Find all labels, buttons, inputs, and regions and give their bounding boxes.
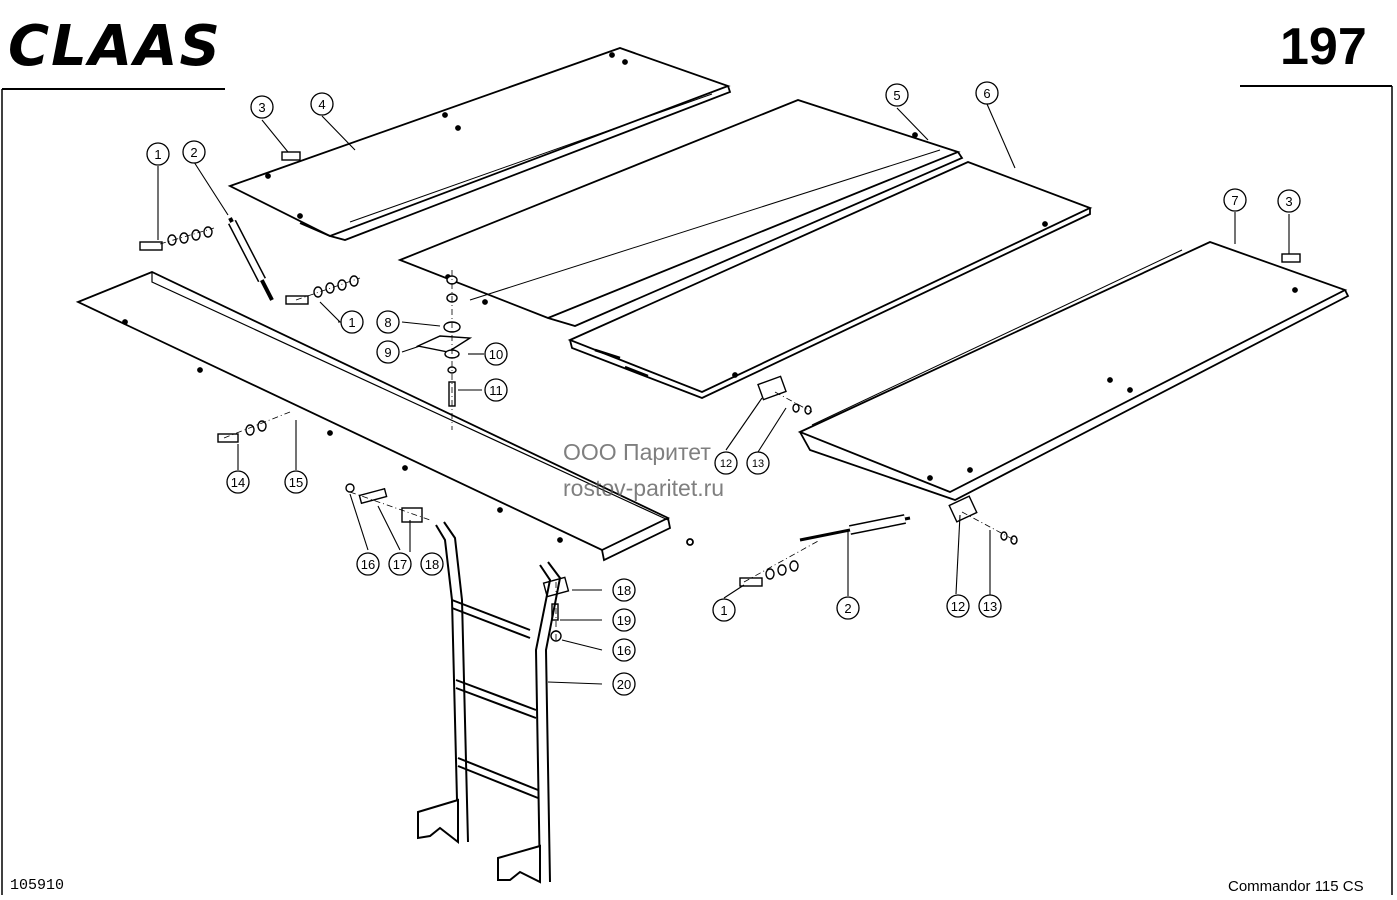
callout-8: 8: [376, 310, 400, 334]
callout-4: 4: [310, 92, 334, 116]
svg-text:5: 5: [893, 88, 900, 103]
svg-text:3: 3: [1285, 194, 1292, 209]
panel-6: [567, 161, 1093, 399]
callout-12: 12: [714, 451, 738, 475]
svg-text:2: 2: [190, 145, 197, 160]
svg-text:16: 16: [617, 643, 631, 658]
callouts: 1 2 3 4 5 6 7 3 1 8 9 10 11 12 13 14 15 …: [146, 81, 1301, 696]
callout-6: 6: [975, 81, 999, 105]
svg-text:20: 20: [617, 677, 631, 692]
gas-strut-right: [799, 514, 911, 542]
callout-3: 3: [1277, 189, 1301, 213]
gas-strut-left: [228, 217, 274, 301]
svg-text:3: 3: [258, 100, 265, 115]
callout-5: 5: [885, 83, 909, 107]
svg-text:9: 9: [384, 345, 391, 360]
callout-20: 20: [612, 672, 636, 696]
callout-16: 16: [356, 552, 380, 576]
callout-13: 13: [746, 451, 770, 475]
svg-text:1: 1: [720, 603, 727, 618]
callout-1: 1: [340, 310, 364, 334]
svg-text:6: 6: [983, 86, 990, 101]
callout-12: 12: [946, 594, 970, 618]
watermark-company: ООО Паритет: [563, 439, 711, 465]
svg-text:13: 13: [983, 599, 997, 614]
svg-text:15: 15: [289, 475, 303, 490]
svg-text:18: 18: [617, 583, 631, 598]
svg-text:10: 10: [489, 347, 503, 362]
brand-logo: CLAAS: [8, 14, 222, 79]
callout-11: 11: [484, 378, 508, 402]
callout-15: 15: [284, 470, 308, 494]
svg-text:8: 8: [384, 315, 391, 330]
callout-1: 1: [146, 142, 170, 166]
svg-text:16: 16: [361, 557, 375, 572]
svg-text:2: 2: [844, 601, 851, 616]
svg-text:17: 17: [393, 557, 407, 572]
panel-7: [797, 241, 1350, 501]
panel-15: [75, 271, 694, 562]
center-lines: [159, 227, 1019, 640]
svg-text:7: 7: [1231, 193, 1238, 208]
callout-10: 10: [484, 342, 508, 366]
callout-9: 9: [376, 340, 400, 364]
svg-text:12: 12: [951, 599, 965, 614]
svg-text:12: 12: [720, 458, 732, 470]
svg-text:13: 13: [752, 458, 764, 470]
callout-16: 16: [612, 638, 636, 662]
svg-text:19: 19: [617, 613, 631, 628]
svg-text:1: 1: [154, 147, 161, 162]
model-name: Commandor 115 CS: [1228, 878, 1364, 895]
svg-text:18: 18: [425, 557, 439, 572]
callout-17: 17: [388, 552, 412, 576]
svg-text:4: 4: [318, 97, 325, 112]
panel-4: [227, 47, 732, 241]
callout-1: 1: [712, 598, 736, 622]
ladder-20: [417, 521, 562, 884]
callout-18: 18: [612, 578, 636, 602]
footer: 105910 Commandor 115 CS: [10, 877, 1364, 895]
leader-lines: [157, 103, 1290, 685]
header: CLAAS 197: [1, 14, 1393, 895]
callout-13: 13: [978, 594, 1002, 618]
clip-3b: [1281, 253, 1301, 263]
callout-2: 2: [182, 140, 206, 164]
callout-14: 14: [226, 470, 250, 494]
callout-7: 7: [1223, 188, 1247, 212]
svg-text:11: 11: [489, 383, 503, 398]
callout-2: 2: [836, 596, 860, 620]
drawing-number: 105910: [10, 877, 64, 894]
panel-5: [397, 99, 964, 327]
callout-18: 18: [420, 552, 444, 576]
bolt-1a: [139, 241, 163, 251]
watermark: ООО Паритет rostov-paritet.ru: [563, 439, 724, 501]
svg-text:1: 1: [348, 315, 355, 330]
svg-text:14: 14: [231, 475, 245, 490]
watermark-url: rostov-paritet.ru: [563, 475, 724, 501]
clip-3a: [281, 151, 301, 161]
callout-19: 19: [612, 608, 636, 632]
page-number: 197: [1280, 18, 1367, 76]
callout-3: 3: [250, 95, 274, 119]
